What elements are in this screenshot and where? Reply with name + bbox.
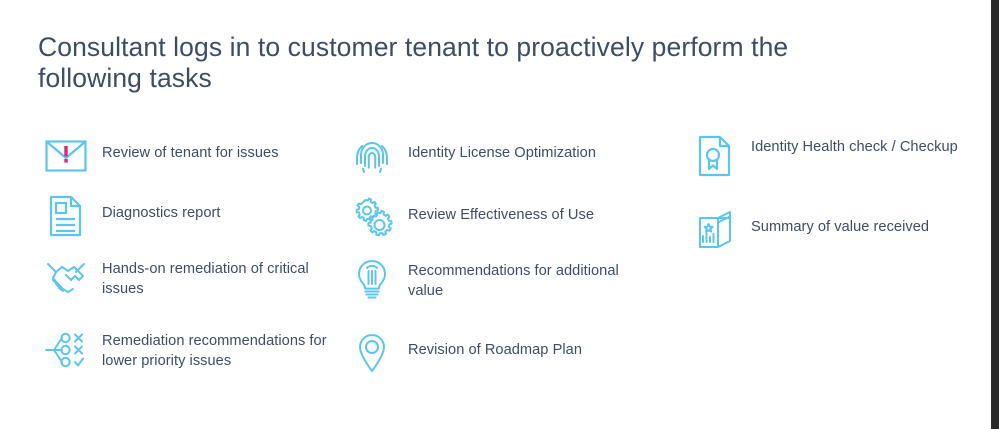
task-column-2: Identity License Optimization Review Eff…	[350, 128, 680, 418]
fingerprint-icon	[350, 134, 394, 178]
document-report-icon	[44, 194, 88, 238]
task-item-review-of-tenant[interactable]: Review of tenant for issues	[44, 134, 279, 178]
lightbulb-icon	[350, 258, 394, 302]
task-grid: Review of tenant for issues Diagnostics …	[0, 128, 991, 418]
decision-tree-checklist-icon	[44, 328, 88, 372]
task-item-label: Revision of Roadmap Plan	[408, 342, 582, 358]
certificate-document-icon	[693, 134, 737, 178]
task-item-remediation-recommendations[interactable]: Remediation recommendations for lower pr…	[44, 328, 330, 372]
right-edge-bar	[991, 0, 999, 429]
task-column-3: Identity Health check / Checkup	[693, 128, 983, 418]
task-item-label: Diagnostics report	[102, 205, 221, 221]
task-item-diagnostics-report[interactable]: Diagnostics report	[44, 194, 221, 238]
task-item-label: Recommendations for additional value	[408, 263, 619, 299]
map-pin-icon	[350, 331, 394, 375]
page-title: Consultant logs in to customer tenant to…	[38, 31, 789, 93]
task-item-hands-on-remediation[interactable]: Hands-on remediation of critical issues	[44, 256, 332, 300]
task-item-label: Remediation recommendations for lower pr…	[102, 333, 327, 369]
task-column-1: Review of tenant for issues Diagnostics …	[44, 128, 344, 418]
gears-icon	[350, 196, 394, 240]
task-item-label: Summary of value received	[751, 219, 930, 235]
task-item-recommendations-additional-value[interactable]: Recommendations for additional value	[350, 258, 628, 302]
task-item-identity-health-check[interactable]: Identity Health check / Checkup	[693, 134, 958, 178]
task-item-revision-roadmap-plan[interactable]: Revision of Roadmap Plan	[350, 331, 582, 375]
handshake-icon	[44, 256, 88, 300]
task-item-label: Hands-on remediation of critical issues	[102, 261, 309, 297]
task-item-label: Review Effectiveness of Use	[408, 207, 595, 223]
envelope-alert-icon	[44, 134, 88, 178]
task-item-summary-value-received[interactable]: Summary of value received	[693, 208, 929, 252]
task-item-label: Identity Health check / Checkup	[751, 139, 958, 155]
task-item-label: Identity License Optimization	[408, 145, 597, 161]
task-item-review-effectiveness[interactable]: Review Effectiveness of Use	[350, 196, 594, 240]
brochure-chart-icon	[693, 208, 737, 252]
task-item-identity-license-optimization[interactable]: Identity License Optimization	[350, 134, 596, 178]
task-item-label: Review of tenant for issues	[102, 145, 279, 161]
